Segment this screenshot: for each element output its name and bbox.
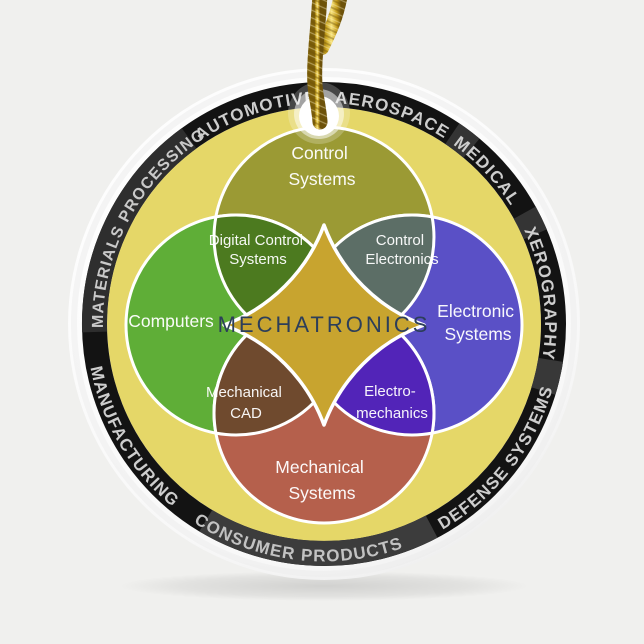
label-control-electronics: Control Electronics [365, 232, 438, 268]
ceramic-rim-shading [71, 71, 577, 577]
label-mechanical-systems: Mechanical Systems [275, 457, 368, 503]
venn-diagram [124, 125, 524, 525]
label-control-systems: Control Systems [288, 143, 355, 189]
gold-cord-icon [307, 0, 347, 130]
label-mechatronics: MECHATRONICS [218, 312, 431, 337]
venn-labels: Control Systems Digital Control Systems … [128, 143, 519, 503]
label-electronic-systems: Electronic Systems [437, 301, 519, 344]
ring-separator-right [531, 357, 564, 395]
ring-segment-consumer-products [199, 509, 438, 566]
label-computers: Computers [128, 311, 214, 331]
label-electro-mechanics: Electro- mechanics [356, 383, 428, 422]
drop-shadow [119, 571, 529, 601]
center-star-mechatronics [222, 223, 426, 427]
ring-separator-medical-xerography [513, 206, 547, 240]
label-digital-control-systems: Digital Control Systems [209, 232, 307, 268]
ring-separator-aerospace-medical [445, 123, 480, 158]
hanger [288, 0, 350, 144]
label-mechanical-cad: Mechanical CAD [206, 384, 286, 422]
ring-segment-materials-processing [82, 128, 197, 333]
